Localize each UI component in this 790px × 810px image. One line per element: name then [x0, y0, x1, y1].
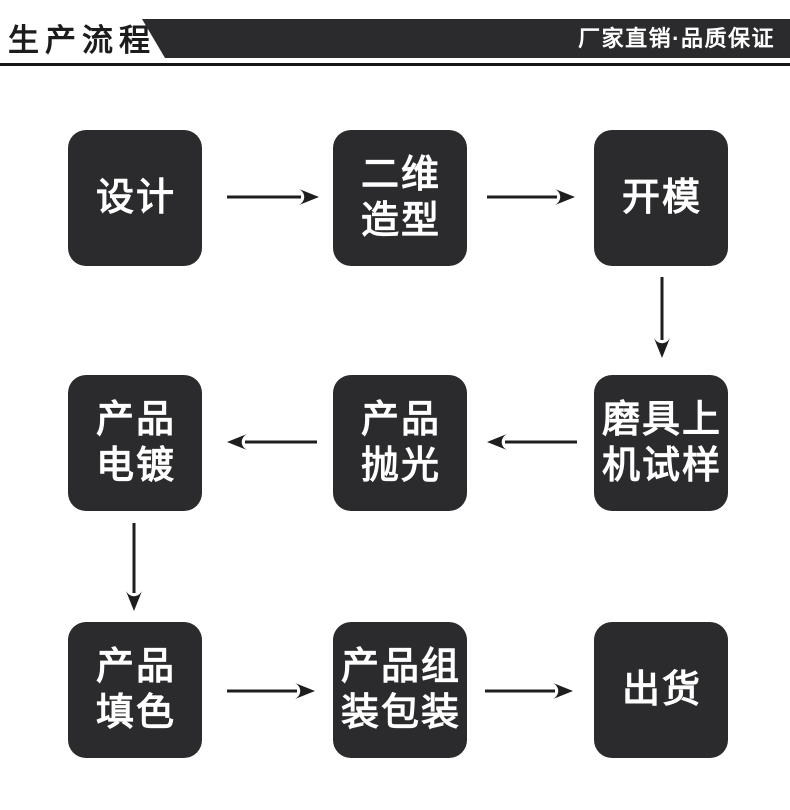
node-label-line: 二维 [360, 154, 441, 196]
flow-node-product-electroplating: 产品 电镀 [68, 375, 202, 511]
header-divider [0, 63, 790, 66]
node-label-line: 造型 [360, 200, 441, 242]
flow-node-design: 设计 [68, 130, 202, 266]
node-label-line: 抛光 [360, 445, 441, 487]
flow-node-product-assembly-packaging: 产品组 装包装 [333, 622, 467, 758]
flow-node-shipping: 出货 [594, 622, 728, 758]
node-label-line: 设计 [95, 177, 176, 219]
banner-slogan: 厂家直销·品质保证 [578, 26, 775, 51]
flow-node-product-polishing: 产品 抛光 [333, 375, 467, 511]
page-title: 生产流程 [8, 23, 156, 58]
node-label-line: 电镀 [95, 445, 176, 487]
node-label-line: 磨具上 [601, 399, 722, 441]
node-label-line: 产品 [95, 399, 176, 441]
node-label-line: 产品 [360, 399, 441, 441]
flow-node-mold-machine-sampling: 磨具上 机试样 [594, 375, 728, 511]
flow-node-mold-opening: 开模 [594, 130, 728, 266]
flow-node-two-d-modeling: 二维 造型 [333, 130, 467, 266]
flow-node-product-coloring: 产品 填色 [68, 622, 202, 758]
node-label-line: 产品 [95, 646, 176, 688]
header-banner: 厂家直销·品质保证 [142, 19, 790, 58]
node-label-line: 产品组 [340, 646, 461, 688]
node-label-line: 填色 [95, 692, 176, 734]
node-label-line: 机试样 [601, 445, 722, 487]
node-label-line: 出货 [621, 669, 702, 711]
node-label-line: 装包装 [340, 692, 461, 734]
node-label-line: 开模 [621, 177, 702, 219]
